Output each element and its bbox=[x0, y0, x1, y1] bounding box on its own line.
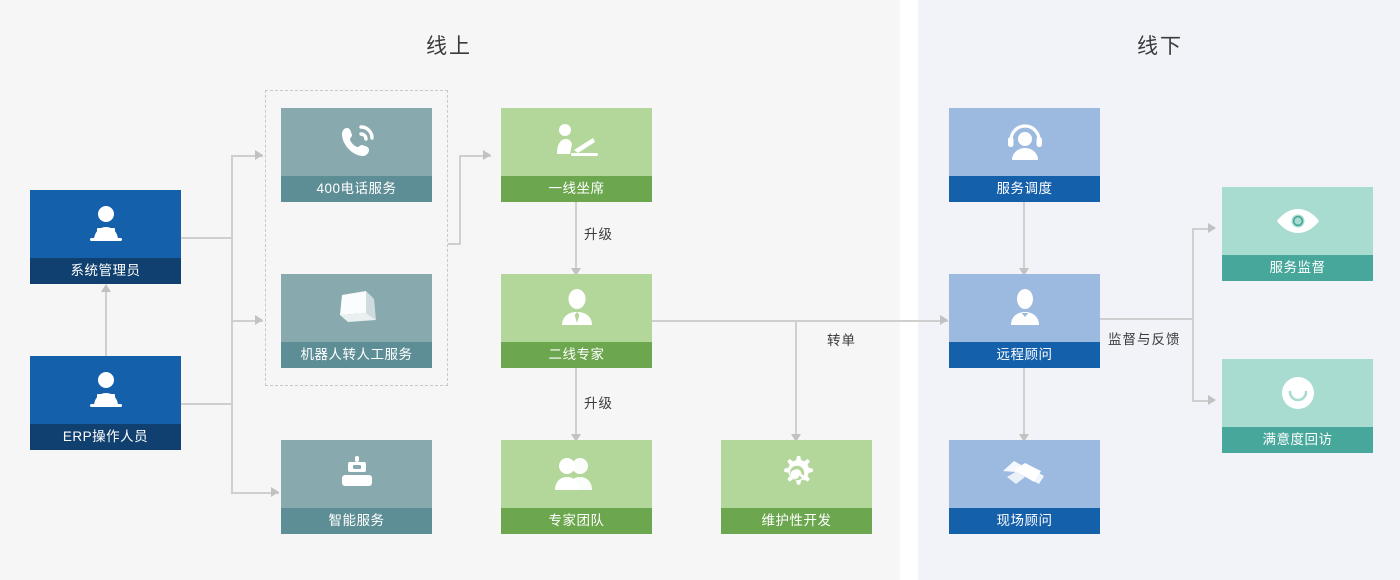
arrowhead-bus-to-robot bbox=[255, 315, 263, 325]
node-phone-400-label: 400电话服务 bbox=[281, 176, 432, 202]
node-maintenance-body bbox=[721, 440, 872, 508]
arrowhead-remote-to-onsite bbox=[1019, 434, 1029, 442]
node-smart-service-label: 智能服务 bbox=[281, 508, 432, 534]
connector-riser-to-firstline bbox=[459, 155, 491, 157]
node-second-line[interactable]: 二线专家 bbox=[501, 274, 652, 368]
arrowhead-firstline-to-secondline bbox=[571, 268, 581, 276]
arrowhead-bus-to-satisfaction bbox=[1208, 395, 1216, 405]
node-smart-service-body bbox=[281, 440, 432, 508]
node-sys-admin-body bbox=[30, 190, 181, 258]
node-remote-advisor[interactable]: 远程顾问 bbox=[949, 274, 1100, 368]
node-onsite-advisor-body bbox=[949, 440, 1100, 508]
node-second-line-body bbox=[501, 274, 652, 342]
node-erp-operator[interactable]: ERP操作人员 bbox=[30, 356, 181, 450]
connector-bus-to-supervision bbox=[1192, 228, 1214, 230]
connector-remote-to-onsite bbox=[1023, 368, 1025, 436]
connector-bus-to-robot bbox=[231, 320, 263, 322]
edge-label-feedback: 监督与反馈 bbox=[1108, 332, 1181, 347]
edge-label-upgrade-1: 升级 bbox=[584, 227, 613, 242]
connector-firstline-to-secondline bbox=[575, 202, 577, 270]
connector-robot-to-riser bbox=[448, 243, 460, 245]
node-dispatch-body bbox=[949, 108, 1100, 176]
node-onsite-advisor-label: 现场顾问 bbox=[949, 508, 1100, 534]
connector-secondline-to-remote bbox=[651, 320, 948, 322]
connector-sysadmin-to-bus bbox=[181, 237, 231, 239]
channel-group-dashed-border bbox=[265, 90, 448, 386]
gear-wrench-icon bbox=[776, 453, 818, 495]
node-supervision-label: 服务监督 bbox=[1222, 255, 1373, 281]
node-remote-advisor-body bbox=[949, 274, 1100, 342]
handshake-icon bbox=[1001, 457, 1049, 491]
node-expert-team[interactable]: 专家团队 bbox=[501, 440, 652, 534]
node-supervision[interactable]: 服务监督 bbox=[1222, 187, 1373, 281]
eye-icon bbox=[1274, 206, 1322, 236]
connector-bus-to-phone400 bbox=[231, 155, 263, 157]
arrowhead-bus-to-phone400 bbox=[255, 150, 263, 160]
connector-feedback-bus bbox=[1192, 228, 1194, 400]
edge-label-transfer: 转单 bbox=[827, 333, 856, 348]
connector-erp-to-sysadmin bbox=[105, 292, 107, 364]
arrowhead-branch-to-maintenance bbox=[791, 434, 801, 442]
laptop-icon bbox=[334, 289, 380, 327]
connector-left-bus bbox=[231, 155, 233, 493]
node-erp-operator-body bbox=[30, 356, 181, 424]
phone-ring-icon bbox=[336, 121, 378, 163]
connector-bus-to-smart bbox=[231, 492, 279, 494]
node-supervision-body bbox=[1222, 187, 1373, 255]
connector-channels-riser bbox=[459, 155, 461, 245]
node-dispatch[interactable]: 服务调度 bbox=[949, 108, 1100, 202]
person-laptop-icon bbox=[554, 123, 600, 161]
node-sys-admin[interactable]: 系统管理员 bbox=[30, 190, 181, 284]
node-satisfaction-label: 满意度回访 bbox=[1222, 427, 1373, 453]
node-dispatch-label: 服务调度 bbox=[949, 176, 1100, 202]
connector-erp-to-bus bbox=[181, 403, 231, 405]
panel-offline-title: 线下 bbox=[1137, 35, 1183, 58]
person-tie-icon bbox=[557, 288, 597, 328]
operator-desk-icon bbox=[84, 370, 128, 410]
node-maintenance-label: 维护性开发 bbox=[721, 508, 872, 534]
node-sys-admin-label: 系统管理员 bbox=[30, 258, 181, 284]
smiley-icon bbox=[1278, 373, 1318, 413]
arrowhead-secondline-to-remote bbox=[940, 315, 948, 325]
robot-icon bbox=[336, 454, 378, 494]
connector-remote-to-feedback-bus bbox=[1099, 318, 1193, 320]
node-satisfaction[interactable]: 满意度回访 bbox=[1222, 359, 1373, 453]
node-phone-400[interactable]: 400电话服务 bbox=[281, 108, 432, 202]
people-group-icon bbox=[554, 455, 600, 493]
node-phone-400-body bbox=[281, 108, 432, 176]
edge-label-upgrade-2: 升级 bbox=[584, 396, 613, 411]
node-robot-to-human-body bbox=[281, 274, 432, 342]
node-first-line[interactable]: 一线坐席 bbox=[501, 108, 652, 202]
arrowhead-bus-to-supervision bbox=[1208, 223, 1216, 233]
connector-bus-to-satisfaction bbox=[1192, 400, 1214, 402]
node-first-line-body bbox=[501, 108, 652, 176]
node-expert-team-label: 专家团队 bbox=[501, 508, 652, 534]
node-onsite-advisor[interactable]: 现场顾问 bbox=[949, 440, 1100, 534]
panel-online-title: 线上 bbox=[426, 35, 472, 58]
arrowhead-secondline-to-expertteam bbox=[571, 434, 581, 442]
node-robot-to-human[interactable]: 机器人转人工服务 bbox=[281, 274, 432, 368]
node-maintenance[interactable]: 维护性开发 bbox=[721, 440, 872, 534]
connector-branch-to-maintenance bbox=[795, 320, 797, 436]
node-first-line-label: 一线坐席 bbox=[501, 176, 652, 202]
arrowhead-erp-to-sysadmin bbox=[101, 284, 111, 292]
arrowhead-dispatch-to-remote bbox=[1019, 268, 1029, 276]
arrowhead-bus-to-smart bbox=[271, 487, 279, 497]
person-icon bbox=[1006, 288, 1044, 328]
arrowhead-riser-to-firstline bbox=[483, 150, 491, 160]
connector-secondline-to-expertteam bbox=[575, 368, 577, 436]
node-smart-service[interactable]: 智能服务 bbox=[281, 440, 432, 534]
headset-agent-icon bbox=[1004, 122, 1046, 162]
operator-desk-icon bbox=[84, 204, 128, 244]
node-second-line-label: 二线专家 bbox=[501, 342, 652, 368]
node-erp-operator-label: ERP操作人员 bbox=[30, 424, 181, 450]
node-satisfaction-body bbox=[1222, 359, 1373, 427]
node-remote-advisor-label: 远程顾问 bbox=[949, 342, 1100, 368]
node-robot-to-human-label: 机器人转人工服务 bbox=[281, 342, 432, 368]
connector-dispatch-to-remote bbox=[1023, 202, 1025, 270]
node-expert-team-body bbox=[501, 440, 652, 508]
